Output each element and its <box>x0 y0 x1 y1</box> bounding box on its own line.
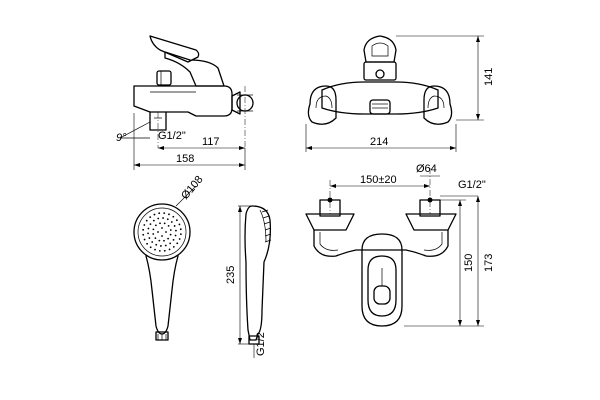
shower-nozzle <box>163 239 165 242</box>
hand-shower-front-view <box>133 185 197 341</box>
shower-nozzle <box>172 239 175 241</box>
top-diameter-label: Ø64 <box>416 163 437 175</box>
shower-nozzle <box>142 228 145 231</box>
shower-nozzle <box>169 233 172 236</box>
shower-nozzle <box>157 217 160 220</box>
shower-nozzle <box>162 217 164 219</box>
shower-nozzle <box>143 238 146 241</box>
shower-nozzle <box>160 245 162 247</box>
shower-nozzle <box>175 219 178 222</box>
shower-nozzle <box>176 242 179 245</box>
top-depth-150-label: 150 <box>463 254 475 272</box>
shower-nozzle <box>163 212 166 215</box>
front-height-label: 141 <box>483 68 495 86</box>
top-thread-label: G1/2" <box>458 179 486 191</box>
shower-nozzle <box>146 242 149 245</box>
shower-nozzle <box>155 243 158 246</box>
shower-nozzle <box>167 224 170 227</box>
shower-length-label: 235 <box>225 266 237 284</box>
shower-nozzle <box>157 231 159 233</box>
shower-nozzle <box>147 232 149 235</box>
hand-shower-side-view <box>238 205 272 358</box>
shower-nozzle <box>169 242 172 245</box>
shower-nozzle <box>147 227 150 230</box>
shower-nozzle <box>154 224 157 227</box>
shower-nozzle <box>161 227 163 229</box>
faucet-side-view <box>119 35 254 170</box>
shower-nozzle <box>163 249 166 252</box>
shower-nozzle <box>161 235 163 237</box>
shower-nozzle <box>172 245 175 248</box>
shower-nozzle <box>152 233 155 235</box>
shower-nozzle <box>154 248 156 251</box>
shower-nozzle <box>170 221 173 223</box>
side-width-158-label: 158 <box>176 153 194 165</box>
shower-nozzle <box>149 246 152 249</box>
shower-nozzles <box>142 212 182 252</box>
shower-nozzle <box>168 248 171 251</box>
shower-nozzle <box>143 224 146 226</box>
faucet-front-view <box>305 35 484 152</box>
front-width-label: 214 <box>370 136 388 148</box>
shower-nozzle <box>179 228 182 231</box>
shower-nozzle <box>158 212 161 215</box>
shower-nozzle <box>179 233 182 236</box>
shower-diameter-label: Ø108 <box>179 174 205 202</box>
shower-nozzle <box>169 229 172 231</box>
shower-nozzle <box>167 237 170 240</box>
faucet-top-view <box>305 168 484 327</box>
shower-nozzle <box>158 239 161 242</box>
shower-nozzle <box>153 213 156 216</box>
top-spacing-label: 150±20 <box>360 174 397 186</box>
top-depth-173-label: 173 <box>483 254 495 272</box>
shower-nozzle <box>165 231 167 233</box>
shower-nozzle <box>149 223 152 226</box>
shower-nozzle <box>164 244 167 247</box>
shower-nozzle <box>174 234 177 237</box>
shower-nozzle <box>163 222 166 225</box>
shower-nozzle <box>154 237 157 240</box>
shower-nozzle <box>158 249 161 252</box>
shower-nozzle <box>151 241 154 243</box>
shower-nozzle <box>166 218 169 221</box>
shower-nozzle <box>168 213 170 216</box>
shower-nozzle <box>173 225 176 227</box>
side-thread-label: G1/2" <box>158 130 186 142</box>
shower-nozzle <box>149 216 152 219</box>
shower-nozzle <box>142 233 145 236</box>
shower-nozzle <box>152 219 155 222</box>
shower-nozzle <box>178 223 181 226</box>
shower-nozzle <box>159 222 161 225</box>
shower-thread-label: G1/2 <box>255 332 267 356</box>
shower-nozzle <box>145 219 148 222</box>
shower-nozzle <box>172 215 175 218</box>
side-slope-label: 9° <box>116 132 127 144</box>
shower-nozzle <box>178 238 181 240</box>
side-width-117-label: 117 <box>202 136 220 148</box>
shower-nozzle <box>175 229 177 232</box>
shower-nozzle <box>152 228 155 231</box>
shower-nozzle <box>148 237 151 239</box>
